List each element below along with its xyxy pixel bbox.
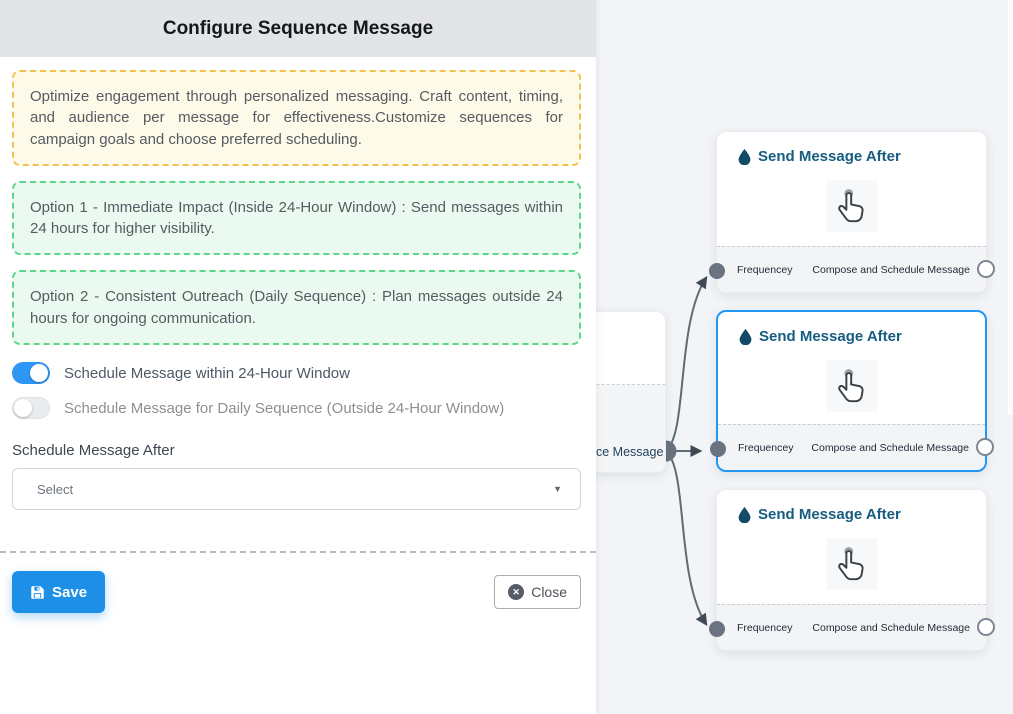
tap-hand-icon (826, 538, 877, 590)
node-title-text: Send Message After (758, 506, 901, 523)
scrollbar-track[interactable] (1008, 0, 1013, 415)
compose-port-label: Compose and Schedule Message (811, 441, 969, 454)
panel-footer: Save ✕ Close (12, 553, 581, 614)
page-title: Configure Sequence Message (162, 17, 434, 39)
compose-port-label: Compose and Schedule Message (812, 263, 970, 276)
tap-hand-icon (826, 360, 877, 412)
output-handle[interactable] (976, 438, 994, 456)
panel-body: Optimize engagement through personalized… (0, 57, 596, 614)
toggle-row-daily: Schedule Message for Daily Sequence (Out… (12, 397, 581, 420)
send-message-node-1[interactable]: Send Message After Frequencey Compose an… (709, 131, 995, 293)
node-separator (596, 384, 665, 385)
panel-header: Configure Sequence Message (0, 0, 596, 57)
x-circle-icon: ✕ (508, 584, 525, 601)
node-footer: Frequencey Compose and Schedule Message (718, 424, 985, 470)
droplet-icon (739, 328, 752, 345)
source-node-footer (596, 385, 665, 472)
node-title: Send Message After (739, 328, 902, 345)
input-handle[interactable] (710, 441, 726, 457)
frequency-port-label: Frequencey (737, 263, 793, 276)
output-handle[interactable] (977, 618, 995, 636)
configure-sequence-panel: Configure Sequence Message Optimize enga… (0, 0, 596, 714)
toggle-daily-sequence[interactable] (12, 397, 50, 420)
select-value: Select (37, 481, 74, 497)
frequency-port-label: Frequencey (738, 441, 794, 454)
footer-divider (0, 551, 596, 554)
schedule-after-select[interactable]: Select ▼ (12, 468, 581, 511)
frequency-port-label: Frequencey (737, 621, 793, 634)
send-message-node-2[interactable]: Send Message After Frequencey Compose an… (710, 310, 994, 472)
output-handle[interactable] (977, 260, 995, 278)
schedule-after-label: Schedule Message After (12, 442, 175, 460)
node-footer: Frequencey Compose and Schedule Message (717, 246, 986, 292)
compose-port-label: Compose and Schedule Message (812, 621, 970, 634)
notice-option-2: Option 2 - Consistent Outreach (Daily Se… (12, 270, 581, 346)
node-footer: Frequencey Compose and Schedule Message (717, 604, 986, 650)
toggle-24hour-label: Schedule Message within 24-Hour Window (64, 364, 350, 382)
node-title-text: Send Message After (759, 328, 902, 345)
toggle-knob (14, 399, 32, 418)
toggle-24hour-window[interactable] (12, 362, 50, 385)
save-button[interactable]: Save (12, 571, 106, 614)
send-message-node-3[interactable]: Send Message After Frequencey Compose an… (709, 489, 995, 651)
caret-down-icon: ▼ (553, 484, 562, 495)
edge-to-node-3 (665, 450, 708, 627)
droplet-icon (738, 506, 751, 523)
input-handle[interactable] (709, 621, 725, 637)
source-node-label: ce Message (596, 445, 664, 459)
node-title-text: Send Message After (758, 148, 901, 165)
close-label: Close (531, 584, 567, 601)
toggle-daily-label: Schedule Message for Daily Sequence (Out… (64, 399, 505, 417)
close-button[interactable]: ✕ Close (494, 575, 581, 610)
node-title: Send Message After (738, 148, 901, 165)
source-node[interactable]: ce Message (596, 311, 666, 473)
flow-canvas[interactable]: ce Message Send Message After Frequencey… (596, 0, 1013, 714)
notice-option-1: Option 1 - Immediate Impact (Inside 24-H… (12, 180, 581, 256)
droplet-icon (738, 148, 751, 165)
input-handle[interactable] (709, 263, 725, 279)
node-title: Send Message After (738, 506, 901, 523)
toggle-knob (30, 364, 48, 383)
toggle-group: Schedule Message within 24-Hour Window S… (12, 362, 581, 420)
save-label: Save (52, 583, 88, 601)
edge-to-node-1 (665, 275, 708, 452)
toggle-row-24hour: Schedule Message within 24-Hour Window (12, 362, 581, 385)
notice-intro: Optimize engagement through personalized… (12, 70, 581, 166)
tap-hand-icon (826, 180, 877, 232)
floppy-icon (31, 585, 44, 599)
